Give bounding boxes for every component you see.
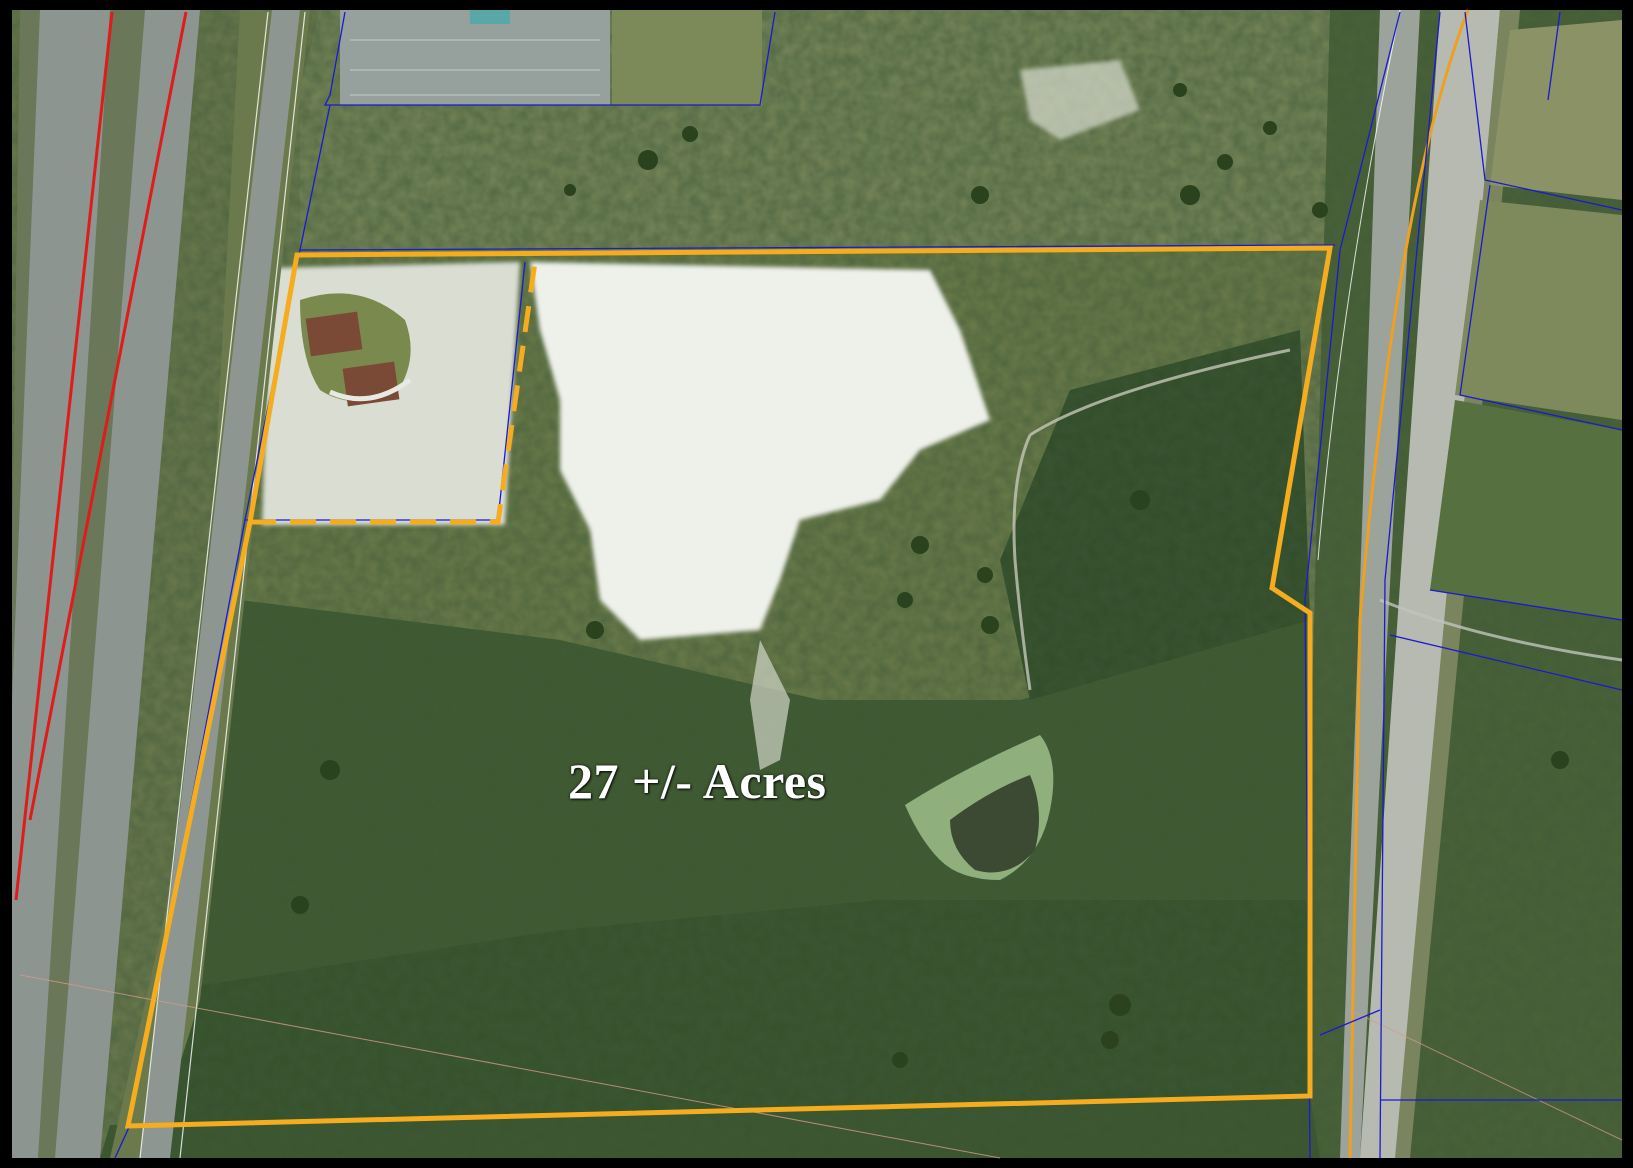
- parcel-lines: [114, 11, 1623, 1159]
- trees: [291, 83, 1569, 1068]
- dirt-track: [1012, 348, 1291, 691]
- parking-lot: [340, 10, 762, 105]
- utility-line: [19, 974, 1001, 1159]
- parcel-boundary: [124, 245, 1333, 1129]
- pond: [905, 735, 1054, 880]
- parcel-acreage-label: 27 +/- Acres: [568, 753, 827, 809]
- east-fields: [1430, 20, 1622, 620]
- building: [300, 293, 412, 407]
- highway: [12, 10, 310, 1159]
- utility-line-east: [1349, 1009, 1623, 1141]
